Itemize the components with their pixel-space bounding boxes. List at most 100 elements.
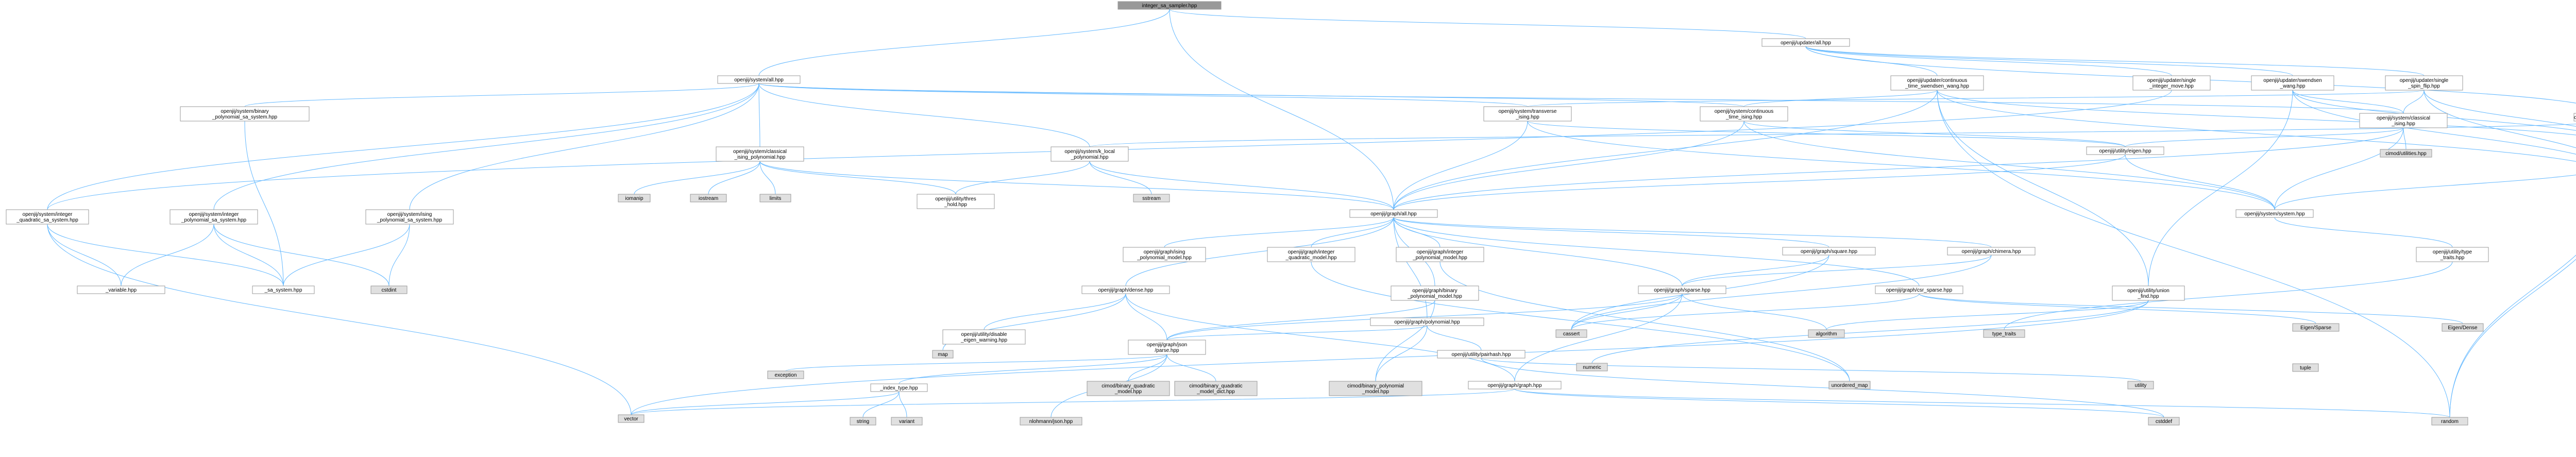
node-label: openjij/updater/single — [2147, 78, 2196, 83]
node-box — [690, 194, 727, 202]
node-util-eigen[interactable]: openjij/utility/eigen.hpp — [2086, 146, 2164, 155]
node-label: _hold.hpp — [944, 202, 967, 208]
node-upd-sw[interactable]: openjij/updater/swendsen_wang.hpp — [2251, 75, 2334, 91]
node-label: _spin_flip.hpp — [2408, 83, 2440, 89]
edge-n_sys_klocal_poly-to-n_util_thres — [955, 161, 1090, 195]
node-updater-all[interactable]: openjij/updater/all.hpp — [1761, 38, 1850, 47]
node-sys-classical[interactable]: openjij/system/classical_ising.hpp — [2359, 113, 2448, 128]
node-label: /parse.hpp — [1155, 348, 1179, 353]
node-box — [618, 194, 651, 202]
node-label: nlohmann/json.hpp — [1029, 419, 1073, 425]
node-label: iomanip — [625, 196, 643, 201]
node-sys-cont-time[interactable]: openjij/system/continuous_time_ising.hpp — [1700, 106, 1788, 122]
node-sys-iquad[interactable]: openjij/system/integer_quadratic_sa_syst… — [6, 209, 89, 225]
node-label: cstddef — [2156, 419, 2172, 425]
edge-root-to-n_system_all — [758, 9, 1170, 76]
node-algorithm: algorithm — [1808, 329, 1845, 338]
edge-n_upd_klocal-to-n_sys_klocal_poly — [1089, 124, 2576, 147]
node-upd-cont-tsw[interactable]: openjij/updater/continuous_time_swendsen… — [1890, 75, 1984, 91]
edge-n_graph_all-to-n_g_polynomial — [1393, 217, 1428, 318]
node-sys-transverse[interactable]: openjij/system/transverse_ising.hpp — [1483, 106, 1572, 122]
node-util-union[interactable]: openjij/utility/union_find.hpp — [2112, 285, 2185, 301]
node-util-type-traits[interactable]: openjij/utility/type_traits.hpp — [2416, 247, 2489, 262]
edge-n_sys_ipoly-to-n_vartmp — [121, 224, 214, 286]
node-g-ising-poly[interactable]: openjij/graph/ising_polynomial_model.hpp — [1123, 247, 1206, 262]
node-util-thres[interactable]: openjij/utility/thres_hold.hpp — [917, 194, 995, 209]
node-g-csr[interactable]: openjij/graph/csr_sparse.hpp — [1875, 285, 1963, 294]
edge-n_upd_sw-to-n_sys_classical — [2292, 90, 2404, 114]
node-label: _index_type.hpp — [879, 385, 918, 391]
node-type-traits: type_traits — [1983, 329, 2025, 338]
node-g-int-quad[interactable]: openjij/graph/integer_quadratic_model.hp… — [1267, 247, 1355, 262]
node-label: openjij/graph/ising — [1144, 249, 1185, 255]
node-box — [870, 383, 928, 392]
edge-n_g_graph-to-n_cstddef — [1514, 388, 2164, 418]
node-upd-single-int[interactable]: openjij/updater/single_integer_move.hpp — [2132, 75, 2211, 91]
node-g-binpoly[interactable]: openjij/graph/binary_polynomial_model.hp… — [1391, 285, 1479, 301]
edge-n_sys_klocal_poly-to-n_graph_all — [1089, 161, 1394, 210]
node-limits: limits — [759, 194, 791, 202]
node-vartmp[interactable]: _variable.hpp — [77, 285, 165, 294]
node-g-json[interactable]: openjij/graph/json/parse.hpp — [1128, 340, 1206, 355]
node-box — [1081, 285, 1170, 294]
node-label: _polynomial_model.hpp — [1412, 255, 1467, 261]
node-box — [717, 75, 801, 84]
node-util-pairhash[interactable]: openjij/utility/pairhash.hpp — [1437, 350, 1526, 359]
node-root[interactable]: integer_sa_sampler.hpp — [1117, 1, 1222, 10]
node-system-all[interactable]: openjij/system/all.hpp — [717, 75, 801, 84]
node-sys-system[interactable]: openjij/system/system.hpp — [2235, 209, 2314, 218]
node-box — [932, 350, 954, 359]
edge-n_updater_all-to-n_upd_single_int — [1805, 46, 2172, 76]
edge-n_util_union-to-n_numeric — [1591, 300, 2149, 364]
edge-n_sys_classical_poly-to-n_limits — [759, 161, 776, 195]
node-label: openjij/graph/dense.hpp — [1098, 287, 1154, 293]
node-cstddef: cstddef — [2148, 417, 2180, 426]
node-g-chimera[interactable]: openjij/graph/chimera.hpp — [1947, 247, 2036, 256]
node-box — [1555, 329, 1587, 338]
node-label: _polynomial.hpp — [1071, 155, 1109, 160]
edge-n_sys_classical-to-n_graph_all — [1393, 127, 2404, 210]
node-label: openjij/updater/continuous — [1907, 78, 1968, 83]
node-label: _quadratic_sa_system.hpp — [16, 217, 78, 223]
node-label: map — [938, 352, 948, 358]
node-box — [77, 285, 165, 294]
node-sys-ising-poly[interactable]: openjij/system/ising_polynomial_sa_syste… — [365, 209, 454, 225]
node-upd-ssf[interactable]: openjij/updater/single_spin_flip.hpp — [2385, 75, 2463, 91]
node-sys-klocal-poly[interactable]: openjij/system/k_local_polynomial.hpp — [1050, 146, 1129, 162]
node-sa-system[interactable]: _sa_system.hpp — [252, 285, 315, 294]
edge-n_sys_binpoly-to-n_sa_system — [244, 121, 284, 286]
edge-n_g_sparse-to-n_g_json — [1166, 293, 1683, 341]
edge-n_g_chimera-to-n_cassert — [1571, 255, 1992, 330]
node-graph-all[interactable]: openjij/graph/all.hpp — [1349, 209, 1438, 218]
node-label: _model_dict.hpp — [1196, 389, 1235, 395]
edge-n_system_all-to-n_sys_transverse — [758, 83, 1528, 107]
node-sys-classical-poly[interactable]: openjij/system/classical_ising_polynomia… — [716, 146, 804, 162]
edge-n_g_square-to-n_g_sparse — [1682, 255, 1829, 286]
node-vector: vector — [618, 414, 645, 423]
node-util-disable[interactable]: openjij/utility/disable_eigen_warning.hp… — [942, 329, 1026, 345]
node-g-square[interactable]: openjij/graph/square.hpp — [1782, 247, 1876, 256]
node-label: openjij/graph/csr_sparse.hpp — [1886, 287, 1953, 293]
node-label: openjij/utility/thres — [935, 196, 976, 202]
node-label: exception — [775, 373, 797, 378]
node-sys-binpoly[interactable]: openjij/system/binary_polynomial_sa_syst… — [180, 106, 310, 122]
node-upd-klocal[interactable]: openjij/updater/k_local.hpp — [2573, 113, 2576, 122]
edge-n_system_all-to-n_sys_binpoly — [244, 83, 759, 107]
node-label: string — [857, 419, 869, 425]
node-iomanip: iomanip — [618, 194, 651, 202]
node-sys-ipoly[interactable]: openjij/system/integer_polynomial_sa_sys… — [170, 209, 258, 225]
node-g-sparse[interactable]: openjij/graph/sparse.hpp — [1638, 285, 1726, 294]
edge-root-to-n_graph_all — [1169, 9, 1394, 210]
node-g-polynomial[interactable]: openjij/graph/polynomial.hpp — [1370, 317, 1484, 326]
edge-n_g_json-to-n_cimod_bqm — [1128, 354, 1167, 382]
node-g-int-poly[interactable]: openjij/graph/integer_polynomial_model.h… — [1396, 247, 1484, 262]
node-g-graph[interactable]: openjij/graph/graph.hpp — [1468, 381, 1562, 390]
edge-n_updater_all-to-n_upd_sw — [1805, 46, 2293, 76]
edge-n_sys_system-to-n_util_type_traits — [2274, 217, 2453, 248]
node-g-dense[interactable]: openjij/graph/dense.hpp — [1081, 285, 1170, 294]
node-box — [2385, 75, 2463, 91]
edge-n_g_json-to-n_exception — [785, 354, 1167, 371]
node-label: cimod/binary_quadratic — [1189, 383, 1242, 389]
node-index-type[interactable]: _index_type.hpp — [870, 383, 928, 392]
node-cimod-bpm: cimod/binary_polynomial_model.hpp — [1329, 381, 1422, 396]
